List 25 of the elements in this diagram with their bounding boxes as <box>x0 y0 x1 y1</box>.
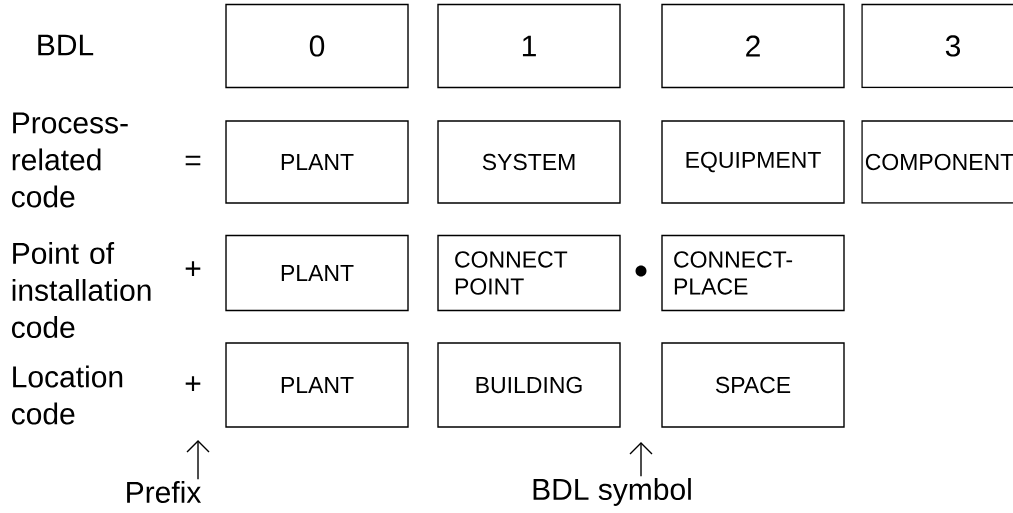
leader-arrow <box>629 442 653 477</box>
code-box: BUILDING <box>437 342 621 428</box>
code-box: 1 <box>437 3 621 89</box>
row-label: Process-related code <box>12 112 128 208</box>
row-label: Location code <box>12 365 123 425</box>
code-box: CONNECT POINT <box>437 234 621 312</box>
code-box: SPACE <box>661 342 845 428</box>
code-box: 0 <box>225 3 409 89</box>
leader-arrow <box>186 440 210 480</box>
callout-text: Prefix <box>127 481 201 503</box>
code-box: 3 <box>861 3 1013 89</box>
code-box: PLANT <box>225 234 409 312</box>
code-box: PLANT <box>225 120 409 204</box>
callout-text: BDL symbol <box>533 478 691 506</box>
separator-symbol: + <box>185 261 201 276</box>
row-label: Point of installation code <box>12 242 151 338</box>
code-box: COMPONENT <box>861 120 1013 204</box>
separator-symbol: = <box>185 155 201 166</box>
code-box: EQUIPMENT <box>661 120 845 204</box>
code-box: PLANT <box>225 342 409 428</box>
code-box: CONNECT- PLACE <box>661 234 845 312</box>
separator-symbol: + <box>185 376 201 391</box>
code-box: SYSTEM <box>437 120 621 204</box>
code-box: 2 <box>661 3 845 89</box>
row-label: BDL <box>38 34 94 56</box>
